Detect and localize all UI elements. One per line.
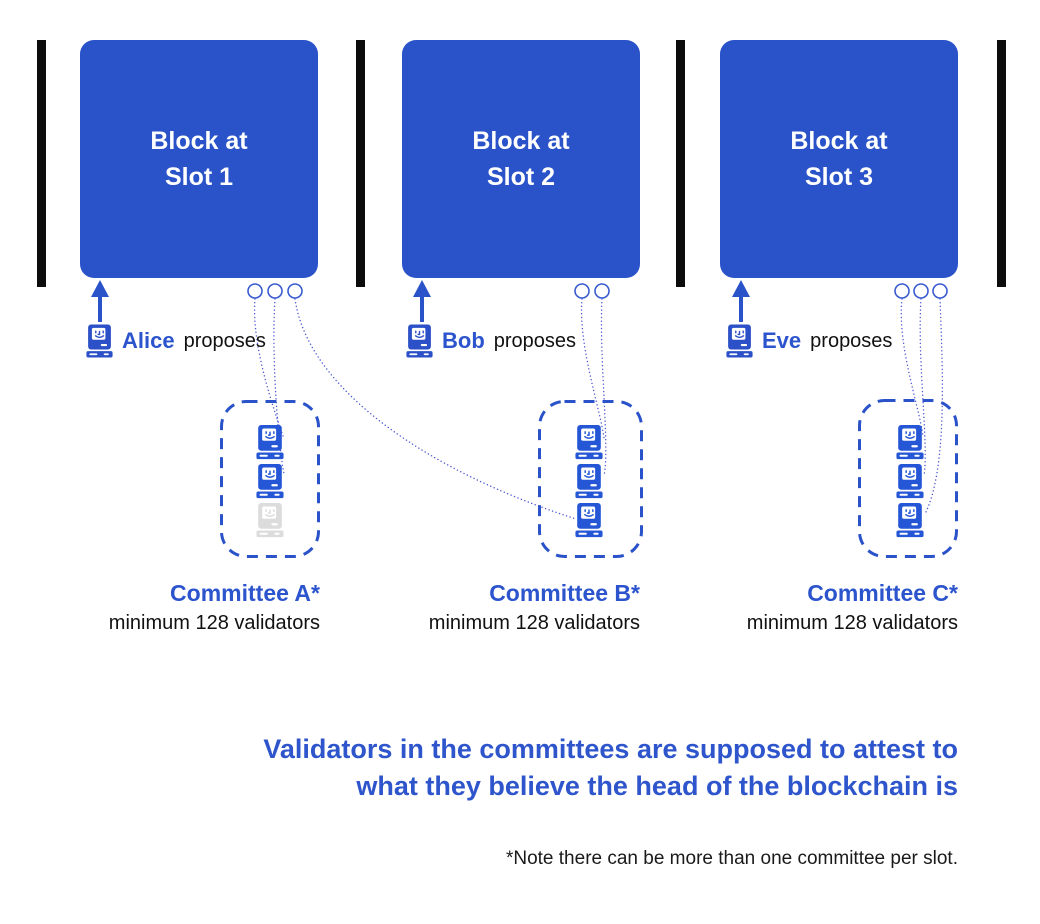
attestation-line [900,298,924,437]
validator-computer-icon [575,463,603,499]
propose-arrow-head [91,280,109,297]
committee-subtitle: minimum 128 validators [428,612,640,634]
attestation-circle [913,283,929,299]
slot-divider-bar [676,40,685,287]
proposer-name: Bob [442,328,485,353]
block-slot-3: Block at Slot 3 [720,40,958,278]
validator-computer-icon [896,424,924,460]
proposer-action: proposes [810,329,893,352]
committee-subtitle: minimum 128 validators [746,612,958,634]
proposer-computer-icon [726,324,753,358]
block-slot-2-label: Block at Slot 2 [472,127,570,191]
slot-divider-bar [356,40,365,287]
attestation-circle [267,283,283,299]
attestation-line [253,298,284,437]
slot-divider-bar [997,40,1006,287]
attestation-circle [574,283,590,299]
committee-a-validators [256,424,284,538]
diagram-caption: Validators in the committees are suppose… [263,731,958,805]
validator-computer-icon [256,463,284,499]
caption-line-2: what they believe the head of the blockc… [356,771,958,801]
committee-name: Committee B* [489,580,640,606]
proposer-name: Eve [762,328,802,353]
committee-b-validators [575,424,603,538]
proposer-name: Alice [122,328,175,353]
footnote: *Note there can be more than one committ… [505,848,958,869]
attestation-circle [287,283,303,299]
validator-computer-icon [256,502,284,538]
committee-subtitle: minimum 128 validators [108,612,320,634]
attestation-circle [247,283,263,299]
proposer-bob: Bob proposes [406,322,576,360]
committee-c-label: Committee C* minimum 128 validators [747,580,958,635]
committee-c-validators [896,424,924,538]
block-slot-1-label: Block at Slot 1 [150,127,248,191]
validator-computer-icon [575,502,603,538]
block-slot-2: Block at Slot 2 [402,40,640,278]
caption-line-1: Validators in the committees are suppose… [263,734,958,764]
attestation-line [580,298,605,439]
validator-computer-icon [256,424,284,460]
attestation-circle [932,283,948,299]
attestation-line [924,298,944,515]
propose-arrow-head [732,280,750,297]
committee-b-label: Committee B* minimum 128 validators [429,580,640,635]
validator-computer-icon [575,424,603,460]
attestation-circle [894,283,910,299]
proposer-action: proposes [183,329,266,352]
slot-divider-bar [37,40,46,287]
proposer-eve: Eve proposes [726,322,892,360]
propose-arrow-head [413,280,431,297]
proposer-computer-icon [86,324,113,358]
attestation-circles [247,283,948,299]
committee-name: Committee A* [170,580,320,606]
proposer-action: proposes [493,329,577,352]
validator-computer-icon [896,463,924,499]
committee-name: Committee C* [807,580,958,606]
proposer-computer-icon [406,324,433,358]
proposer-alice: Alice proposes [86,322,266,360]
committee-a-label: Committee A* minimum 128 validators [109,580,320,635]
attestation-circle [594,283,610,299]
propose-arrows [91,280,750,322]
block-slot-3-label: Block at Slot 3 [790,127,888,191]
block-slot-1: Block at Slot 1 [80,40,318,278]
validator-computer-icon [896,502,924,538]
